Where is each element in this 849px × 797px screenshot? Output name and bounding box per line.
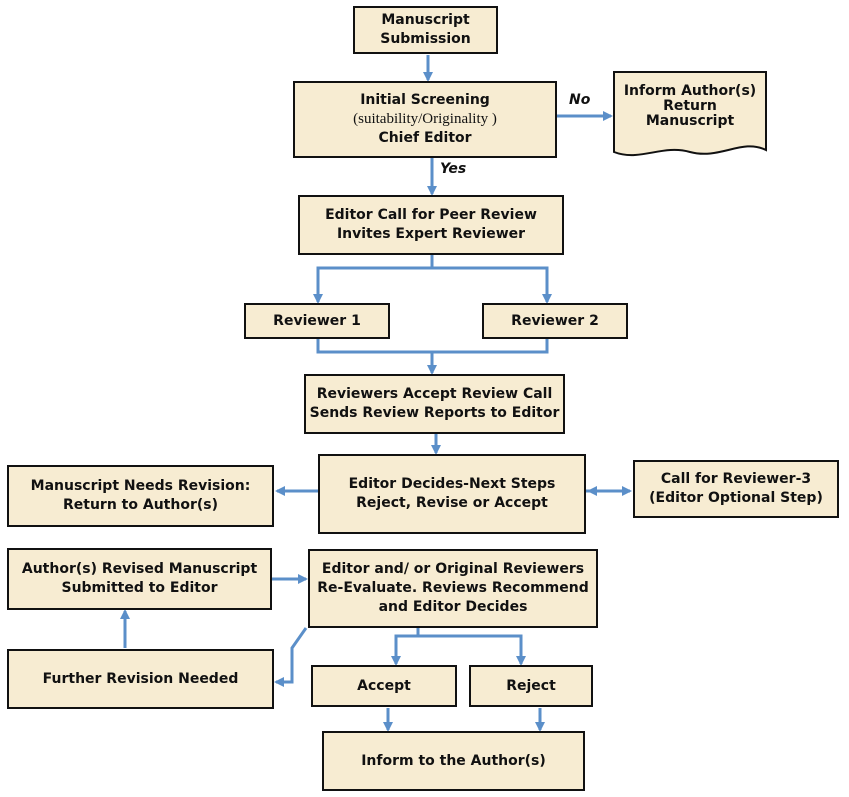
editor-decides-box: Editor Decides-Next Steps Reject, Revise… — [318, 454, 586, 534]
manuscript-submission-box: Manuscript Submission — [353, 6, 498, 54]
node-line: Reject — [506, 677, 556, 694]
node-line: Reviewer 1 — [273, 312, 361, 329]
node-line: Initial Screening — [360, 92, 490, 108]
connector-reviewers-merge — [316, 338, 549, 354]
inform-return-box: Inform Author(s) Return Manuscript — [614, 74, 766, 140]
connector-reevaluate-split — [391, 628, 420, 666]
accept-box: Accept — [311, 665, 457, 707]
reevaluate-box: Editor and/ or Original Reviewers Re-Eva… — [308, 549, 598, 628]
initial-screening-box: Initial Screening (suitability/Originali… — [293, 81, 557, 158]
reviewers-accept-call-box: Reviewers Accept Review Call Sends Revie… — [304, 374, 565, 434]
inform-final-box: Inform to the Author(s) — [322, 731, 585, 791]
node-line: Invites Expert Reviewer — [336, 226, 526, 242]
edge-label-no: No — [569, 92, 591, 108]
node-line: and Editor Decides — [378, 599, 528, 615]
node-line: Inform to the Author(s) — [361, 752, 546, 769]
connector-reevaluate-split-right — [418, 634, 526, 666]
node-line: Manuscript Needs Revision: — [30, 478, 251, 494]
connector-peer-review-split — [313, 254, 434, 304]
node-line: Return to Author(s) — [63, 497, 218, 513]
node-line: Sends Review Reports to Editor — [309, 405, 560, 421]
connector-peer-review-split-right — [432, 266, 552, 304]
node-line: Call for Reviewer-3 — [660, 471, 812, 487]
node-line: Reviewers Accept Review Call — [316, 386, 553, 402]
node-line: (Editor Optional Step) — [649, 490, 823, 506]
peer-review-box: Editor Call for Peer Review Invites Expe… — [298, 195, 564, 255]
node-line: Return — [663, 98, 717, 114]
edge-label-yes: Yes — [440, 161, 467, 177]
reviewer-1-box: Reviewer 1 — [244, 303, 390, 339]
needs-revision-box: Manuscript Needs Revision: Return to Aut… — [7, 465, 274, 527]
node-line: Submitted to Editor — [61, 580, 218, 596]
node-line: (suitability/Originality ) — [353, 111, 497, 127]
node-line: Editor Call for Peer Review — [325, 207, 537, 223]
node-line: Editor and/ or Original Reviewers — [321, 561, 585, 577]
revised-manuscript-box: Author(s) Revised Manuscript Submitted t… — [7, 548, 272, 610]
reviewer-3-box: Call for Reviewer-3 (Editor Optional Ste… — [633, 460, 839, 518]
node-line: Further Revision Needed — [42, 670, 239, 687]
node-line: Manuscript — [381, 12, 470, 28]
node-line: Inform Author(s) — [623, 83, 757, 99]
node-line: Editor Decides-Next Steps — [348, 476, 556, 492]
further-revision-box: Further Revision Needed — [7, 649, 274, 709]
reviewer-2-box: Reviewer 2 — [482, 303, 628, 339]
node-line: Accept — [357, 677, 411, 694]
node-line: Submission — [380, 31, 471, 47]
node-line: Author(s) Revised Manuscript — [21, 561, 258, 577]
arrow-reevaluate-to-further — [274, 627, 308, 687]
node-line: Manuscript — [645, 113, 735, 129]
node-line: Reject, Revise or Accept — [356, 495, 548, 511]
node-line: Re-Evaluate. Reviews Recommend — [317, 580, 589, 596]
node-line: Reviewer 2 — [511, 312, 599, 329]
reject-box: Reject — [469, 665, 593, 707]
node-line: Chief Editor — [378, 130, 472, 146]
inform-return-document-shape — [613, 71, 767, 157]
